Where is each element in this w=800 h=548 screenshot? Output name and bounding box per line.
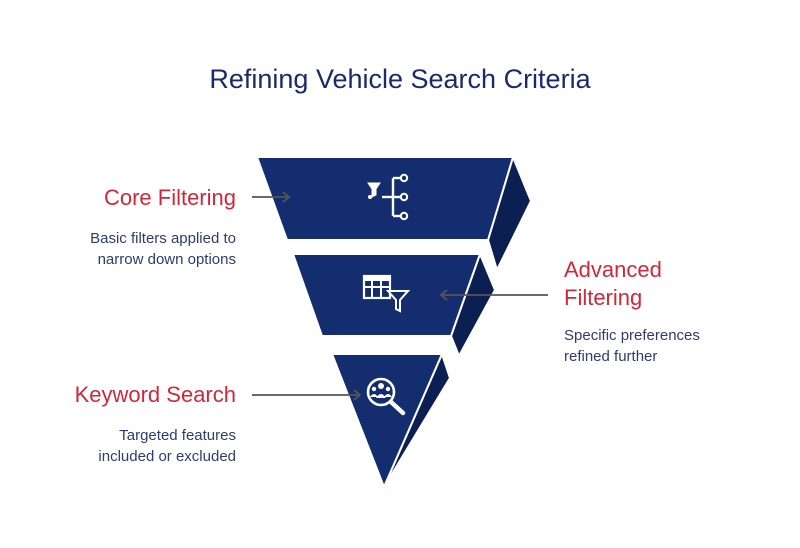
funnel-layer-core (255, 154, 533, 273)
page-title: Refining Vehicle Search Criteria (209, 64, 591, 94)
stage-heading-core: Core Filtering (103, 185, 236, 210)
table-filter-icon (362, 274, 411, 313)
stage-description-keyword: Targeted features included or excluded (10, 425, 236, 467)
stage-heading-keyword: Keyword Search (74, 382, 236, 407)
funnel-layer-keyword (330, 351, 452, 490)
stage-description-advanced: Specific preferences refined further (564, 325, 784, 367)
search-people-icon (366, 377, 406, 416)
stage-description-core: Basic filters applied to narrow down opt… (10, 228, 236, 270)
arrow-core (252, 191, 291, 203)
stage-heading-advanced: Advanced Filtering (564, 256, 784, 312)
heading-line: Filtering (564, 285, 643, 310)
arrow-advanced (439, 289, 548, 301)
description-line: Targeted features (119, 427, 236, 444)
heading-line: Advanced (564, 257, 662, 282)
description-line: Specific preferences (564, 327, 700, 344)
description-line: narrow down options (97, 251, 236, 268)
description-line: Basic filters applied to (90, 230, 236, 247)
description-line: included or excluded (98, 448, 236, 465)
funnel-layer-advanced (291, 251, 497, 359)
description-line: refined further (564, 348, 658, 365)
filter-network-icon (367, 173, 409, 221)
arrow-keyword (252, 389, 362, 401)
